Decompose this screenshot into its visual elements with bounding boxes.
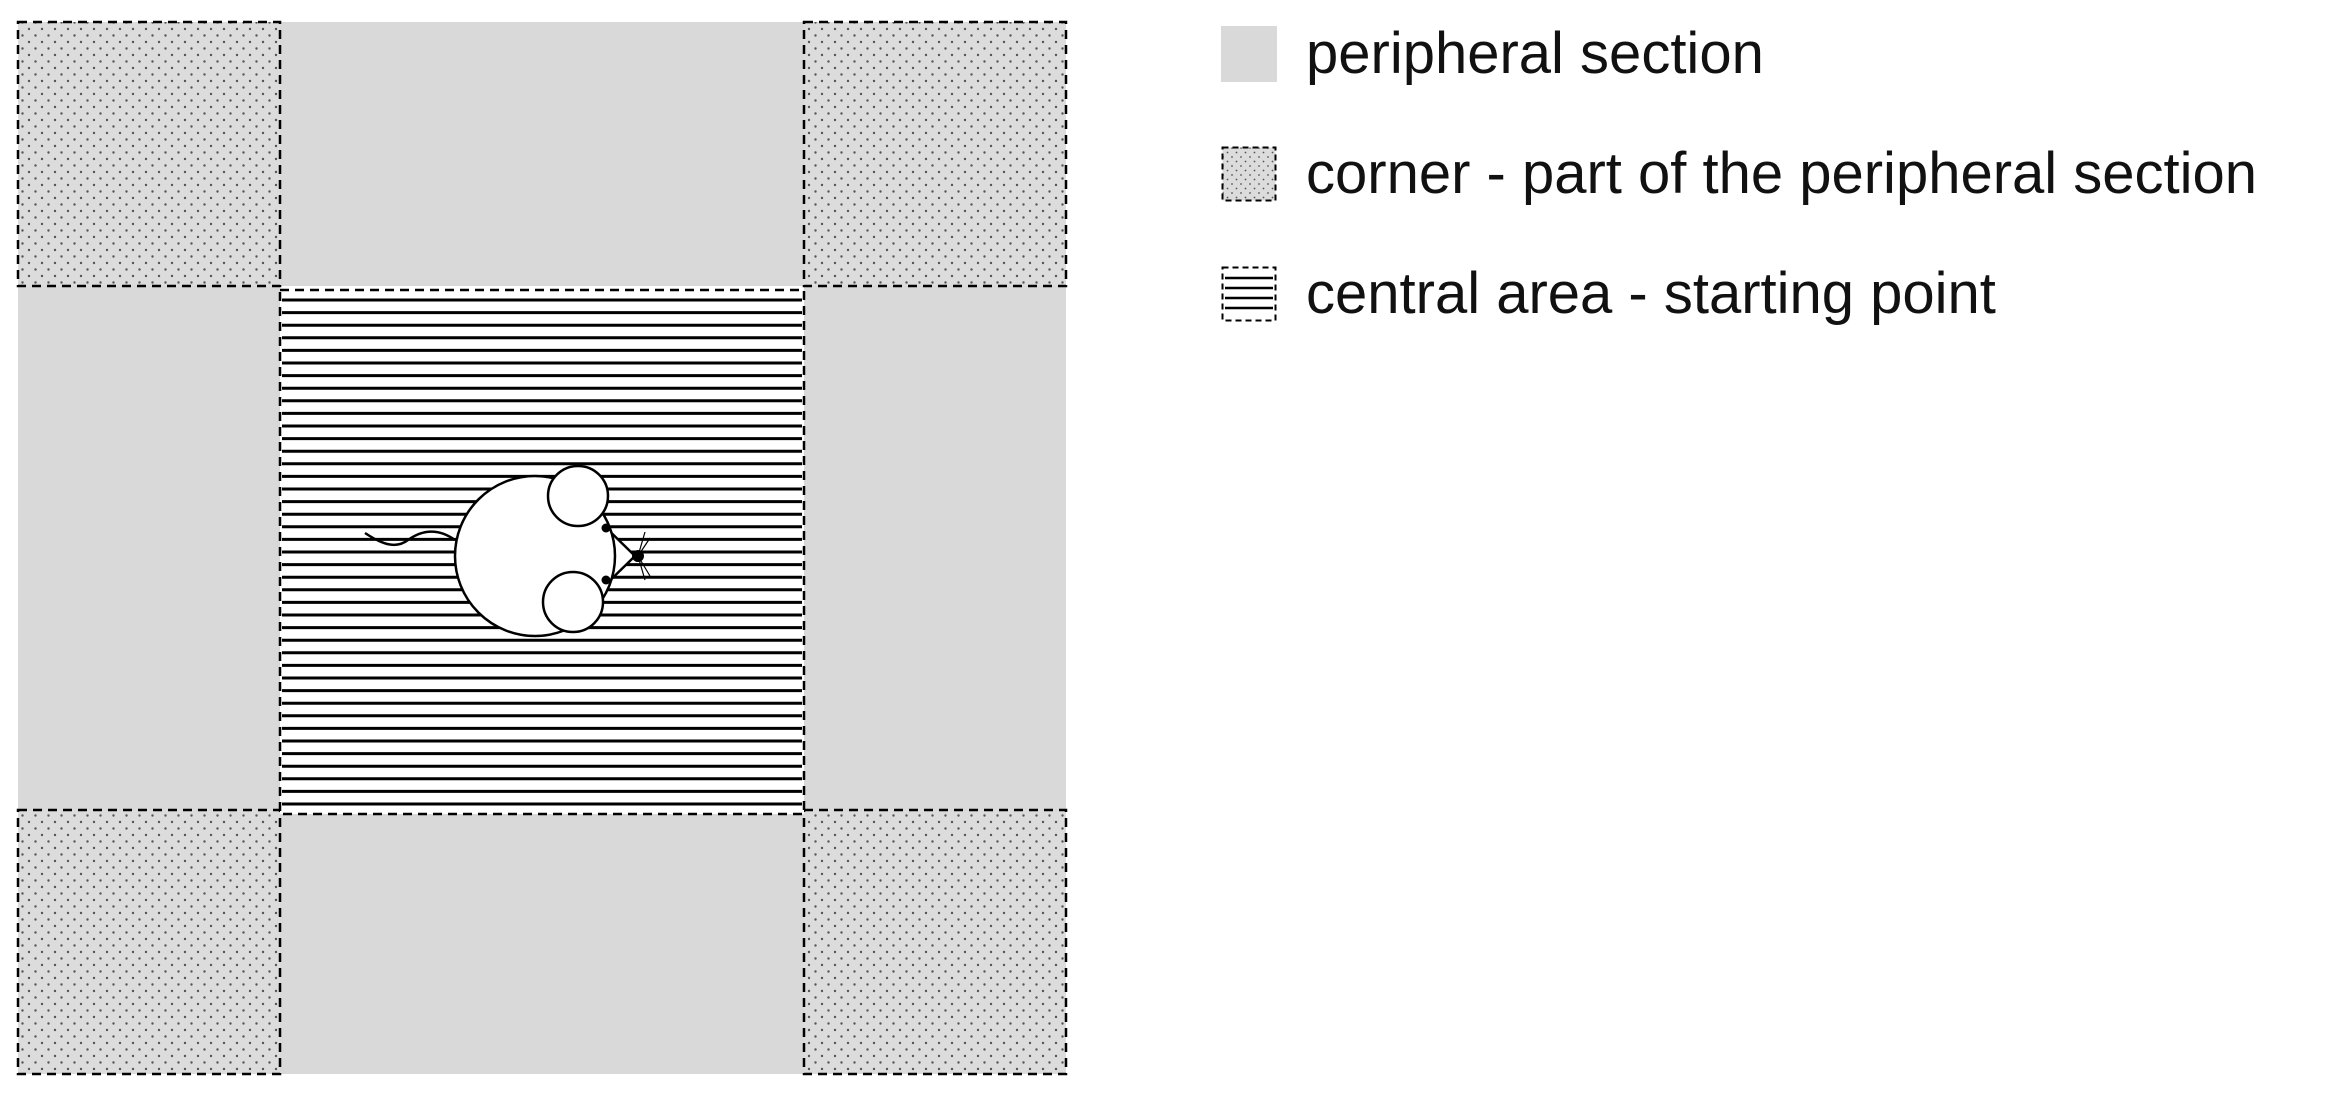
legend-item-peripheral: peripheral section — [1221, 24, 1764, 84]
legend-item-corner: corner - part of the peripheral section — [1221, 144, 2257, 204]
peripheral-left — [18, 286, 280, 810]
legend-label-peripheral: peripheral section — [1306, 21, 1764, 86]
legend-item-central: central area - starting point — [1221, 264, 1996, 324]
central-area — [278, 288, 806, 816]
legend-label-corner: corner - part of the peripheral section — [1306, 141, 2258, 206]
mouse-icon — [364, 464, 651, 638]
peripheral-swatch-icon — [1221, 26, 1277, 82]
corner-bottom-left — [16, 808, 282, 1076]
corner-swatch-icon — [1221, 146, 1277, 202]
peripheral-top — [280, 22, 804, 286]
peripheral-right — [804, 286, 1066, 810]
corner-top-right — [802, 20, 1068, 288]
legend-label-central: central area - starting point — [1306, 261, 1996, 326]
peripheral-bottom — [280, 810, 804, 1074]
open-field-arena — [16, 20, 1068, 1076]
central-swatch-icon — [1221, 266, 1277, 322]
corner-top-left — [16, 20, 282, 288]
corner-bottom-right — [802, 808, 1068, 1076]
